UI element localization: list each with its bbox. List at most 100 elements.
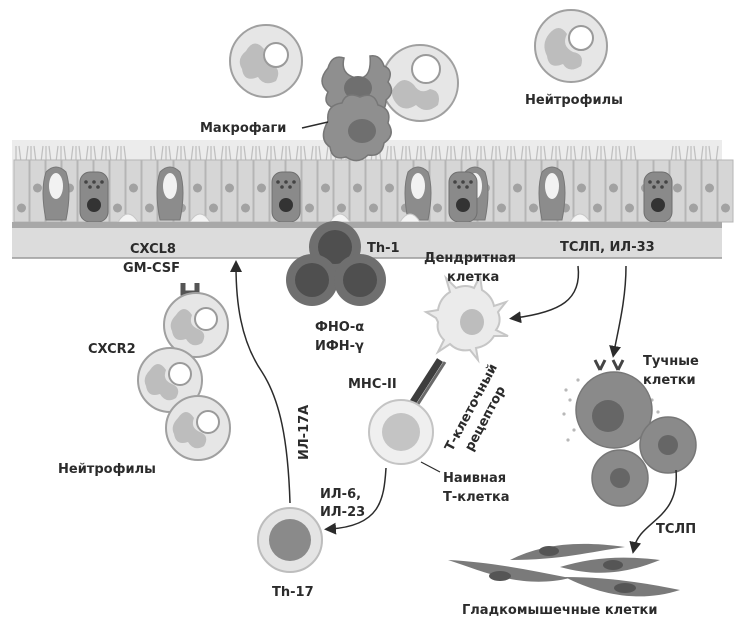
mast-cell-degranulating xyxy=(562,359,660,449)
cell-nucleus xyxy=(513,183,522,193)
secretory-granule xyxy=(276,180,280,184)
basal-cell xyxy=(569,213,591,223)
neutrophil-top-left xyxy=(229,24,303,98)
cilium xyxy=(423,145,427,163)
basal-cell xyxy=(329,213,351,223)
cilium xyxy=(528,145,532,163)
secretory-granule xyxy=(656,180,660,184)
cilium xyxy=(595,145,599,163)
columnar-cell xyxy=(109,159,126,223)
basement-membrane xyxy=(12,222,722,228)
secretory-nucleus xyxy=(87,198,101,212)
cilium xyxy=(295,145,299,163)
cell-nucleus xyxy=(705,183,714,193)
secretory-granule xyxy=(292,180,296,184)
secretory-granule xyxy=(660,185,664,189)
cilium xyxy=(168,145,172,163)
columnar-cell xyxy=(141,159,158,223)
cilium xyxy=(430,145,434,163)
cilium xyxy=(535,145,539,163)
cell-nucleus xyxy=(225,183,234,193)
epithelial-cells xyxy=(13,159,734,223)
goblet-granules xyxy=(545,173,559,199)
cilium xyxy=(625,145,629,163)
cilium xyxy=(543,145,547,163)
cilium xyxy=(310,145,314,163)
cilium xyxy=(70,145,74,163)
cell-nucleus xyxy=(433,203,442,213)
cell-nucleus xyxy=(593,203,602,213)
secretory-granule xyxy=(453,180,457,184)
cilium xyxy=(160,145,164,163)
cilium xyxy=(318,145,322,163)
cilium xyxy=(85,145,89,163)
columnar-cell xyxy=(13,159,30,223)
columnar-cell xyxy=(333,159,350,223)
label-dendritic-line2: клетка xyxy=(447,270,499,285)
cilium xyxy=(513,145,517,163)
columnar-cell xyxy=(493,159,510,223)
cilium xyxy=(48,145,52,163)
cilium xyxy=(63,145,67,163)
cilium xyxy=(235,145,239,163)
cilium xyxy=(265,145,269,163)
cilium xyxy=(588,145,592,163)
cilium xyxy=(468,145,472,163)
smooth-muscle-cells xyxy=(448,543,680,597)
cell-nucleus xyxy=(145,203,154,213)
cilium xyxy=(490,145,494,163)
secretory-granule xyxy=(457,185,461,189)
cilium xyxy=(93,145,97,163)
goblet-granules xyxy=(411,173,425,199)
secretory-granule xyxy=(84,180,88,184)
secretory-granule xyxy=(100,180,104,184)
cilium xyxy=(220,145,224,163)
th1-cell-cluster xyxy=(286,221,386,306)
cilium xyxy=(25,145,29,163)
cilium xyxy=(258,145,262,163)
secretory-granule xyxy=(96,185,100,189)
secretory-granule xyxy=(288,185,292,189)
naive-t-cell xyxy=(368,399,434,465)
cell-nucleus xyxy=(193,183,202,193)
neutrophil-top-middle xyxy=(381,44,459,122)
label-macrophages: Макрофаги xyxy=(200,121,286,136)
cilium xyxy=(325,145,329,163)
naive-t-cell-pointer xyxy=(420,461,441,473)
cilium xyxy=(205,145,209,163)
cilium xyxy=(198,145,202,163)
label-ifn-gamma: ИФН-γ xyxy=(315,339,364,354)
label-th1: Th-1 xyxy=(367,241,400,256)
cilium xyxy=(520,145,524,163)
tslp-to-smooth-muscle-arrow xyxy=(629,469,677,554)
cilium xyxy=(303,145,307,163)
smooth-muscle-cell xyxy=(510,543,625,560)
cilium xyxy=(438,145,442,163)
cilium xyxy=(123,145,127,163)
cilium xyxy=(693,145,697,163)
secretory-granule xyxy=(284,180,288,184)
neutrophil-top-right xyxy=(534,9,608,83)
secretory-nucleus xyxy=(279,198,293,212)
cell-nucleus xyxy=(369,203,378,213)
columnar-cell xyxy=(717,159,734,223)
cilium xyxy=(228,145,232,163)
cilium xyxy=(385,145,389,163)
secretory-granule xyxy=(88,185,92,189)
label-th17: Th-17 xyxy=(272,585,314,600)
cell-nucleus xyxy=(625,203,634,213)
cilium xyxy=(618,145,622,163)
cilium xyxy=(288,145,292,163)
label-cxcr2: CXCR2 xyxy=(88,342,136,357)
label-il6: ИЛ-6, xyxy=(320,487,361,502)
cilium xyxy=(498,145,502,163)
secretory-cell xyxy=(448,171,478,223)
cilium xyxy=(708,145,712,163)
cilium xyxy=(633,145,637,163)
cell-nucleus xyxy=(209,203,218,213)
il6-il23-arrow xyxy=(324,467,387,535)
cell-nucleus xyxy=(17,203,26,213)
cilium xyxy=(280,145,284,163)
cilium xyxy=(415,145,419,163)
cilium xyxy=(453,145,457,163)
